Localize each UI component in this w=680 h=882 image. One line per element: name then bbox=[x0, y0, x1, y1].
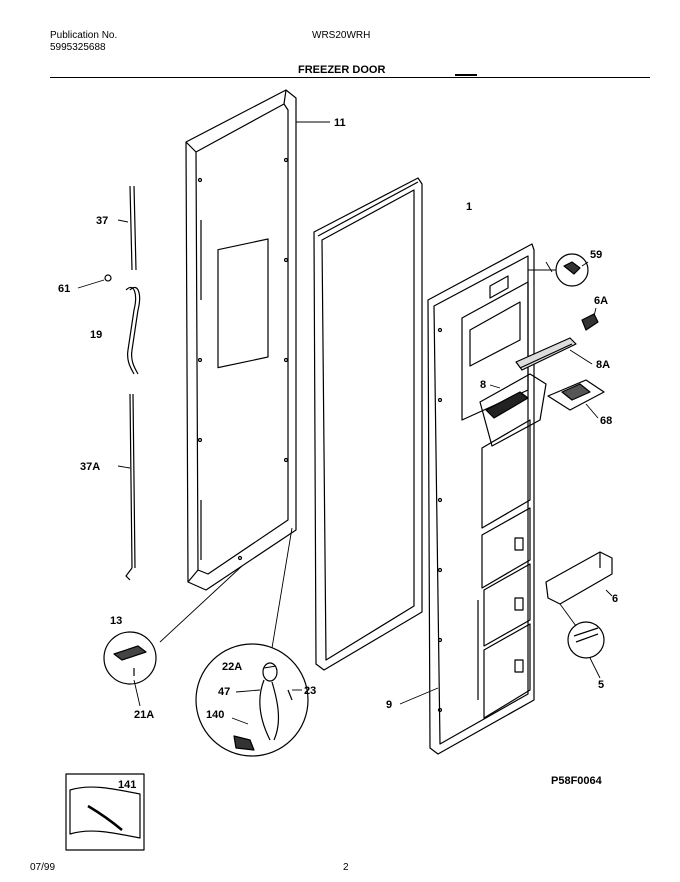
trim-strip bbox=[515, 337, 577, 371]
detail-box-141 bbox=[65, 773, 145, 851]
callout-13: 13 bbox=[110, 615, 122, 627]
detail-circle-59 bbox=[555, 253, 589, 287]
callout-37: 37 bbox=[96, 215, 108, 227]
detail-circle-wiring bbox=[195, 643, 309, 757]
callout-141: 141 bbox=[118, 779, 136, 791]
callout-6A: 6A bbox=[594, 295, 608, 307]
dispenser-lever bbox=[547, 379, 605, 411]
callout-19: 19 bbox=[90, 329, 102, 341]
figure-id: P58F0064 bbox=[551, 775, 602, 787]
callout-8A: 8A bbox=[596, 359, 610, 371]
callout-labels: 1 11 37 61 19 37A 13 21A 22A 47 140 23 1… bbox=[58, 117, 618, 791]
callout-5: 5 bbox=[598, 679, 604, 691]
outer-door bbox=[427, 243, 535, 755]
callout-22A: 22A bbox=[222, 661, 242, 673]
callout-9: 9 bbox=[386, 699, 392, 711]
model-number: WRS20WRH bbox=[312, 30, 371, 41]
callout-21A: 21A bbox=[134, 709, 154, 721]
header-rule bbox=[50, 77, 650, 78]
publication-label: Publication No. bbox=[50, 30, 118, 41]
callout-140: 140 bbox=[206, 709, 224, 721]
callout-8: 8 bbox=[480, 379, 486, 391]
header-rule-mark bbox=[455, 74, 477, 76]
callout-1: 1 bbox=[466, 201, 472, 213]
callout-59: 59 bbox=[590, 249, 602, 261]
bracket-6 bbox=[545, 551, 613, 605]
leader-lines bbox=[77, 121, 613, 725]
callout-47: 47 bbox=[218, 686, 230, 698]
callout-23: 23 bbox=[304, 685, 316, 697]
detail-circle-13 bbox=[103, 631, 157, 685]
section-title: FREEZER DOOR bbox=[298, 64, 386, 76]
footer-date: 07/99 bbox=[30, 862, 56, 873]
door-handle-assembly bbox=[104, 185, 141, 581]
callout-37A: 37A bbox=[80, 461, 100, 473]
publication-number: 5995325688 bbox=[50, 42, 106, 53]
dispenser-housing bbox=[461, 281, 547, 719]
inner-door-panel bbox=[185, 89, 297, 591]
callout-68: 68 bbox=[600, 415, 612, 427]
door-gasket bbox=[313, 177, 423, 671]
callout-6: 6 bbox=[612, 593, 618, 605]
cap-part bbox=[581, 313, 599, 331]
callout-11: 11 bbox=[334, 117, 346, 129]
callout-61: 61 bbox=[58, 283, 70, 295]
footer-page-number: 2 bbox=[343, 862, 349, 873]
detail-circle-5 bbox=[567, 621, 605, 659]
